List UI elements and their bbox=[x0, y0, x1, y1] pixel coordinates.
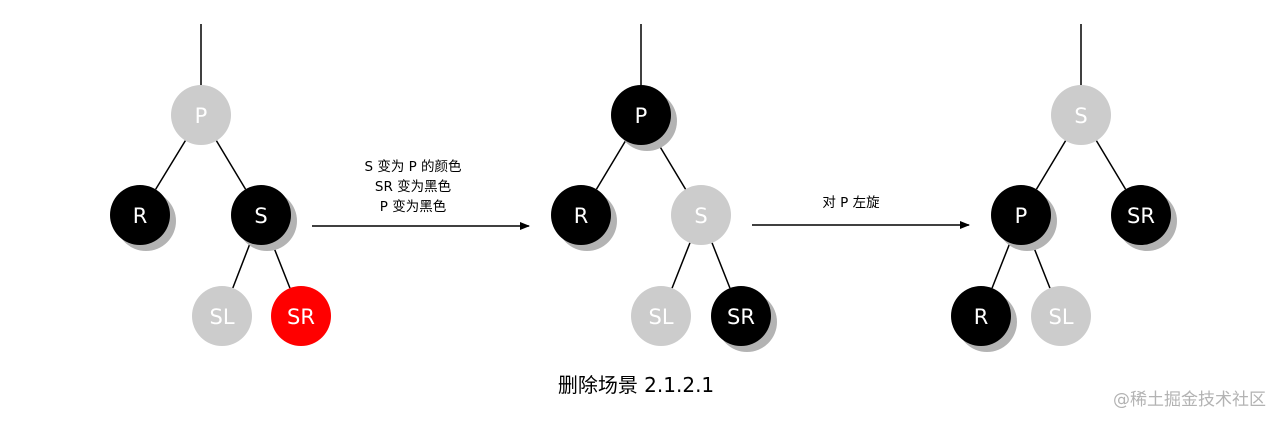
node-label: P bbox=[195, 104, 208, 128]
node-label: SL bbox=[209, 305, 234, 329]
node-label: S bbox=[254, 204, 267, 228]
step-1: S 变为 P 的颜色 SR 变为黑色 P 变为黑色 bbox=[312, 158, 530, 230]
node-circle bbox=[991, 185, 1051, 245]
node-label: SL bbox=[1048, 305, 1073, 329]
node-circle bbox=[671, 185, 731, 245]
node-circle bbox=[711, 286, 771, 346]
node-label: P bbox=[1015, 204, 1028, 228]
tree-node-sl: SL bbox=[631, 286, 691, 346]
tree-edge bbox=[1035, 140, 1067, 190]
tree-before: P R S SL SR bbox=[110, 24, 331, 346]
tree-node-r: R bbox=[110, 185, 176, 251]
tree-edge bbox=[154, 140, 187, 190]
tree-node-p: P bbox=[171, 85, 231, 145]
node-circle bbox=[951, 286, 1011, 346]
tree-recolored: P R S SL SR bbox=[551, 24, 777, 352]
node-circle bbox=[551, 185, 611, 245]
node-label: R bbox=[974, 305, 989, 329]
step-2: 对 P 左旋 bbox=[752, 195, 970, 229]
trees-layer: P R S SL SR P R S SL SR S P SR R SL bbox=[110, 24, 1177, 352]
node-label: S bbox=[694, 204, 707, 228]
tree-edge bbox=[271, 242, 291, 289]
tree-node-p: P bbox=[991, 185, 1057, 251]
node-circle bbox=[231, 185, 291, 245]
step-note-line: P 变为黑色 bbox=[380, 198, 446, 215]
step-note-line: S 变为 P 的颜色 bbox=[364, 158, 461, 175]
tree-node-r: R bbox=[551, 185, 617, 251]
node-circle bbox=[611, 85, 671, 145]
tree-edge bbox=[1095, 140, 1127, 190]
tree-node-sl: SL bbox=[192, 286, 252, 346]
node-circle bbox=[1031, 286, 1091, 346]
node-label: SL bbox=[648, 305, 673, 329]
tree-edge bbox=[232, 242, 251, 289]
tree-node-sr: SR bbox=[1111, 185, 1177, 251]
tree-rotated: S P SR R SL bbox=[951, 24, 1177, 352]
tree-edge bbox=[595, 140, 627, 190]
figure-caption: 删除场景 2.1.2.1 bbox=[558, 373, 714, 397]
tree-edge bbox=[655, 140, 687, 190]
node-label: R bbox=[133, 204, 148, 228]
node-label: SR bbox=[727, 305, 755, 329]
step-note-line: 对 P 左旋 bbox=[822, 195, 880, 211]
node-circle bbox=[631, 286, 691, 346]
tree-node-s: S bbox=[1051, 85, 1111, 145]
tree-node-r: R bbox=[951, 286, 1017, 352]
node-circle bbox=[1111, 185, 1171, 245]
node-label: S bbox=[1074, 104, 1087, 128]
step-note-line: SR 变为黑色 bbox=[375, 178, 451, 195]
tree-node-s: S bbox=[671, 185, 731, 245]
tree-node-sr: SR bbox=[711, 286, 777, 352]
node-label: P bbox=[635, 104, 648, 128]
node-circle bbox=[110, 185, 170, 245]
tree-edge bbox=[215, 140, 247, 190]
tree-node-p: P bbox=[611, 85, 677, 151]
tree-edge bbox=[671, 242, 691, 289]
node-circle bbox=[271, 286, 331, 346]
node-circle bbox=[171, 85, 231, 145]
tree-node-sl: SL bbox=[1031, 286, 1091, 346]
node-circle bbox=[192, 286, 252, 346]
tree-edge bbox=[991, 242, 1011, 289]
node-circle bbox=[1051, 85, 1111, 145]
watermark: @稀土掘金技术社区 bbox=[1113, 390, 1266, 410]
tree-edge bbox=[1031, 242, 1051, 289]
tree-node-sr: SR bbox=[271, 286, 331, 346]
node-label: SR bbox=[287, 305, 315, 329]
tree-edge bbox=[711, 242, 731, 289]
node-label: R bbox=[574, 204, 589, 228]
node-label: SR bbox=[1127, 204, 1155, 228]
tree-node-s: S bbox=[231, 185, 297, 251]
